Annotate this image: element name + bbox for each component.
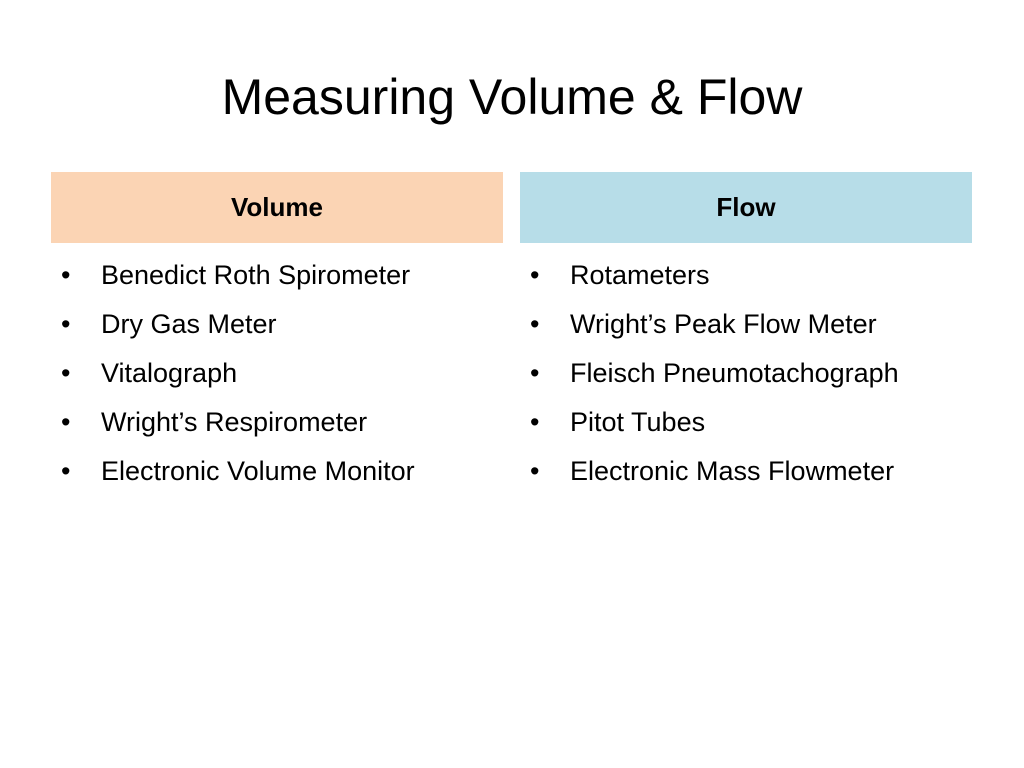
flow-header-label: Flow	[716, 192, 776, 222]
list-item-text: Vitalograph	[101, 358, 238, 388]
list-item-text: Fleisch Pneumotachograph	[570, 358, 899, 388]
slide-title: Measuring Volume & Flow	[221, 69, 803, 125]
list-item: • Dry Gas Meter	[51, 300, 503, 349]
bullet-icon: •	[61, 309, 71, 339]
list-item: • Wright’s Peak Flow Meter	[520, 300, 972, 349]
bullet-icon: •	[61, 358, 71, 388]
bullet-icon: •	[530, 260, 540, 290]
list-item-text: Rotameters	[570, 260, 710, 290]
bullet-icon: •	[61, 456, 71, 486]
volume-item-list: • Benedict Roth Spirometer • Dry Gas Meter…	[51, 243, 503, 496]
list-item-text: Wright’s Peak Flow Meter	[570, 309, 877, 339]
list-item: • Vitalograph	[51, 349, 503, 398]
list-item: • Benedict Roth Spirometer	[51, 251, 503, 300]
volume-column-header: Volume	[51, 172, 503, 243]
list-item: • Rotameters	[520, 251, 972, 300]
list-item-text: Benedict Roth Spirometer	[101, 260, 411, 290]
list-item: • Wright’s Respirometer	[51, 398, 503, 447]
volume-column: Volume • Benedict Roth Spirometer • Dry Ga…	[51, 172, 503, 496]
list-item-text: Electronic Volume Monitor	[101, 456, 415, 486]
bullet-icon: •	[530, 407, 540, 437]
volume-header-label: Volume	[231, 192, 323, 222]
bullet-icon: •	[530, 358, 540, 388]
list-item-text: Dry Gas Meter	[101, 309, 277, 339]
flow-item-list: • Rotameters • Wright’s Peak Flow Meter • F…	[520, 243, 972, 496]
list-item-text: Wright’s Respirometer	[101, 407, 368, 437]
list-item: • Pitot Tubes	[520, 398, 972, 447]
flow-column-header: Flow	[520, 172, 972, 243]
list-item: • Electronic Volume Monitor	[51, 447, 503, 496]
list-item: • Fleisch Pneumotachograph	[520, 349, 972, 398]
list-item-text: Pitot Tubes	[570, 407, 706, 437]
bullet-icon: •	[61, 407, 71, 437]
list-item: • Electronic Mass Flowmeter	[520, 447, 972, 496]
bullet-icon: •	[530, 456, 540, 486]
bullet-icon: •	[530, 309, 540, 339]
flow-column: Flow • Rotameters • Wright’s Peak Flow Met…	[520, 172, 972, 496]
list-item-text: Electronic Mass Flowmeter	[570, 456, 895, 486]
bullet-icon: •	[61, 260, 71, 290]
